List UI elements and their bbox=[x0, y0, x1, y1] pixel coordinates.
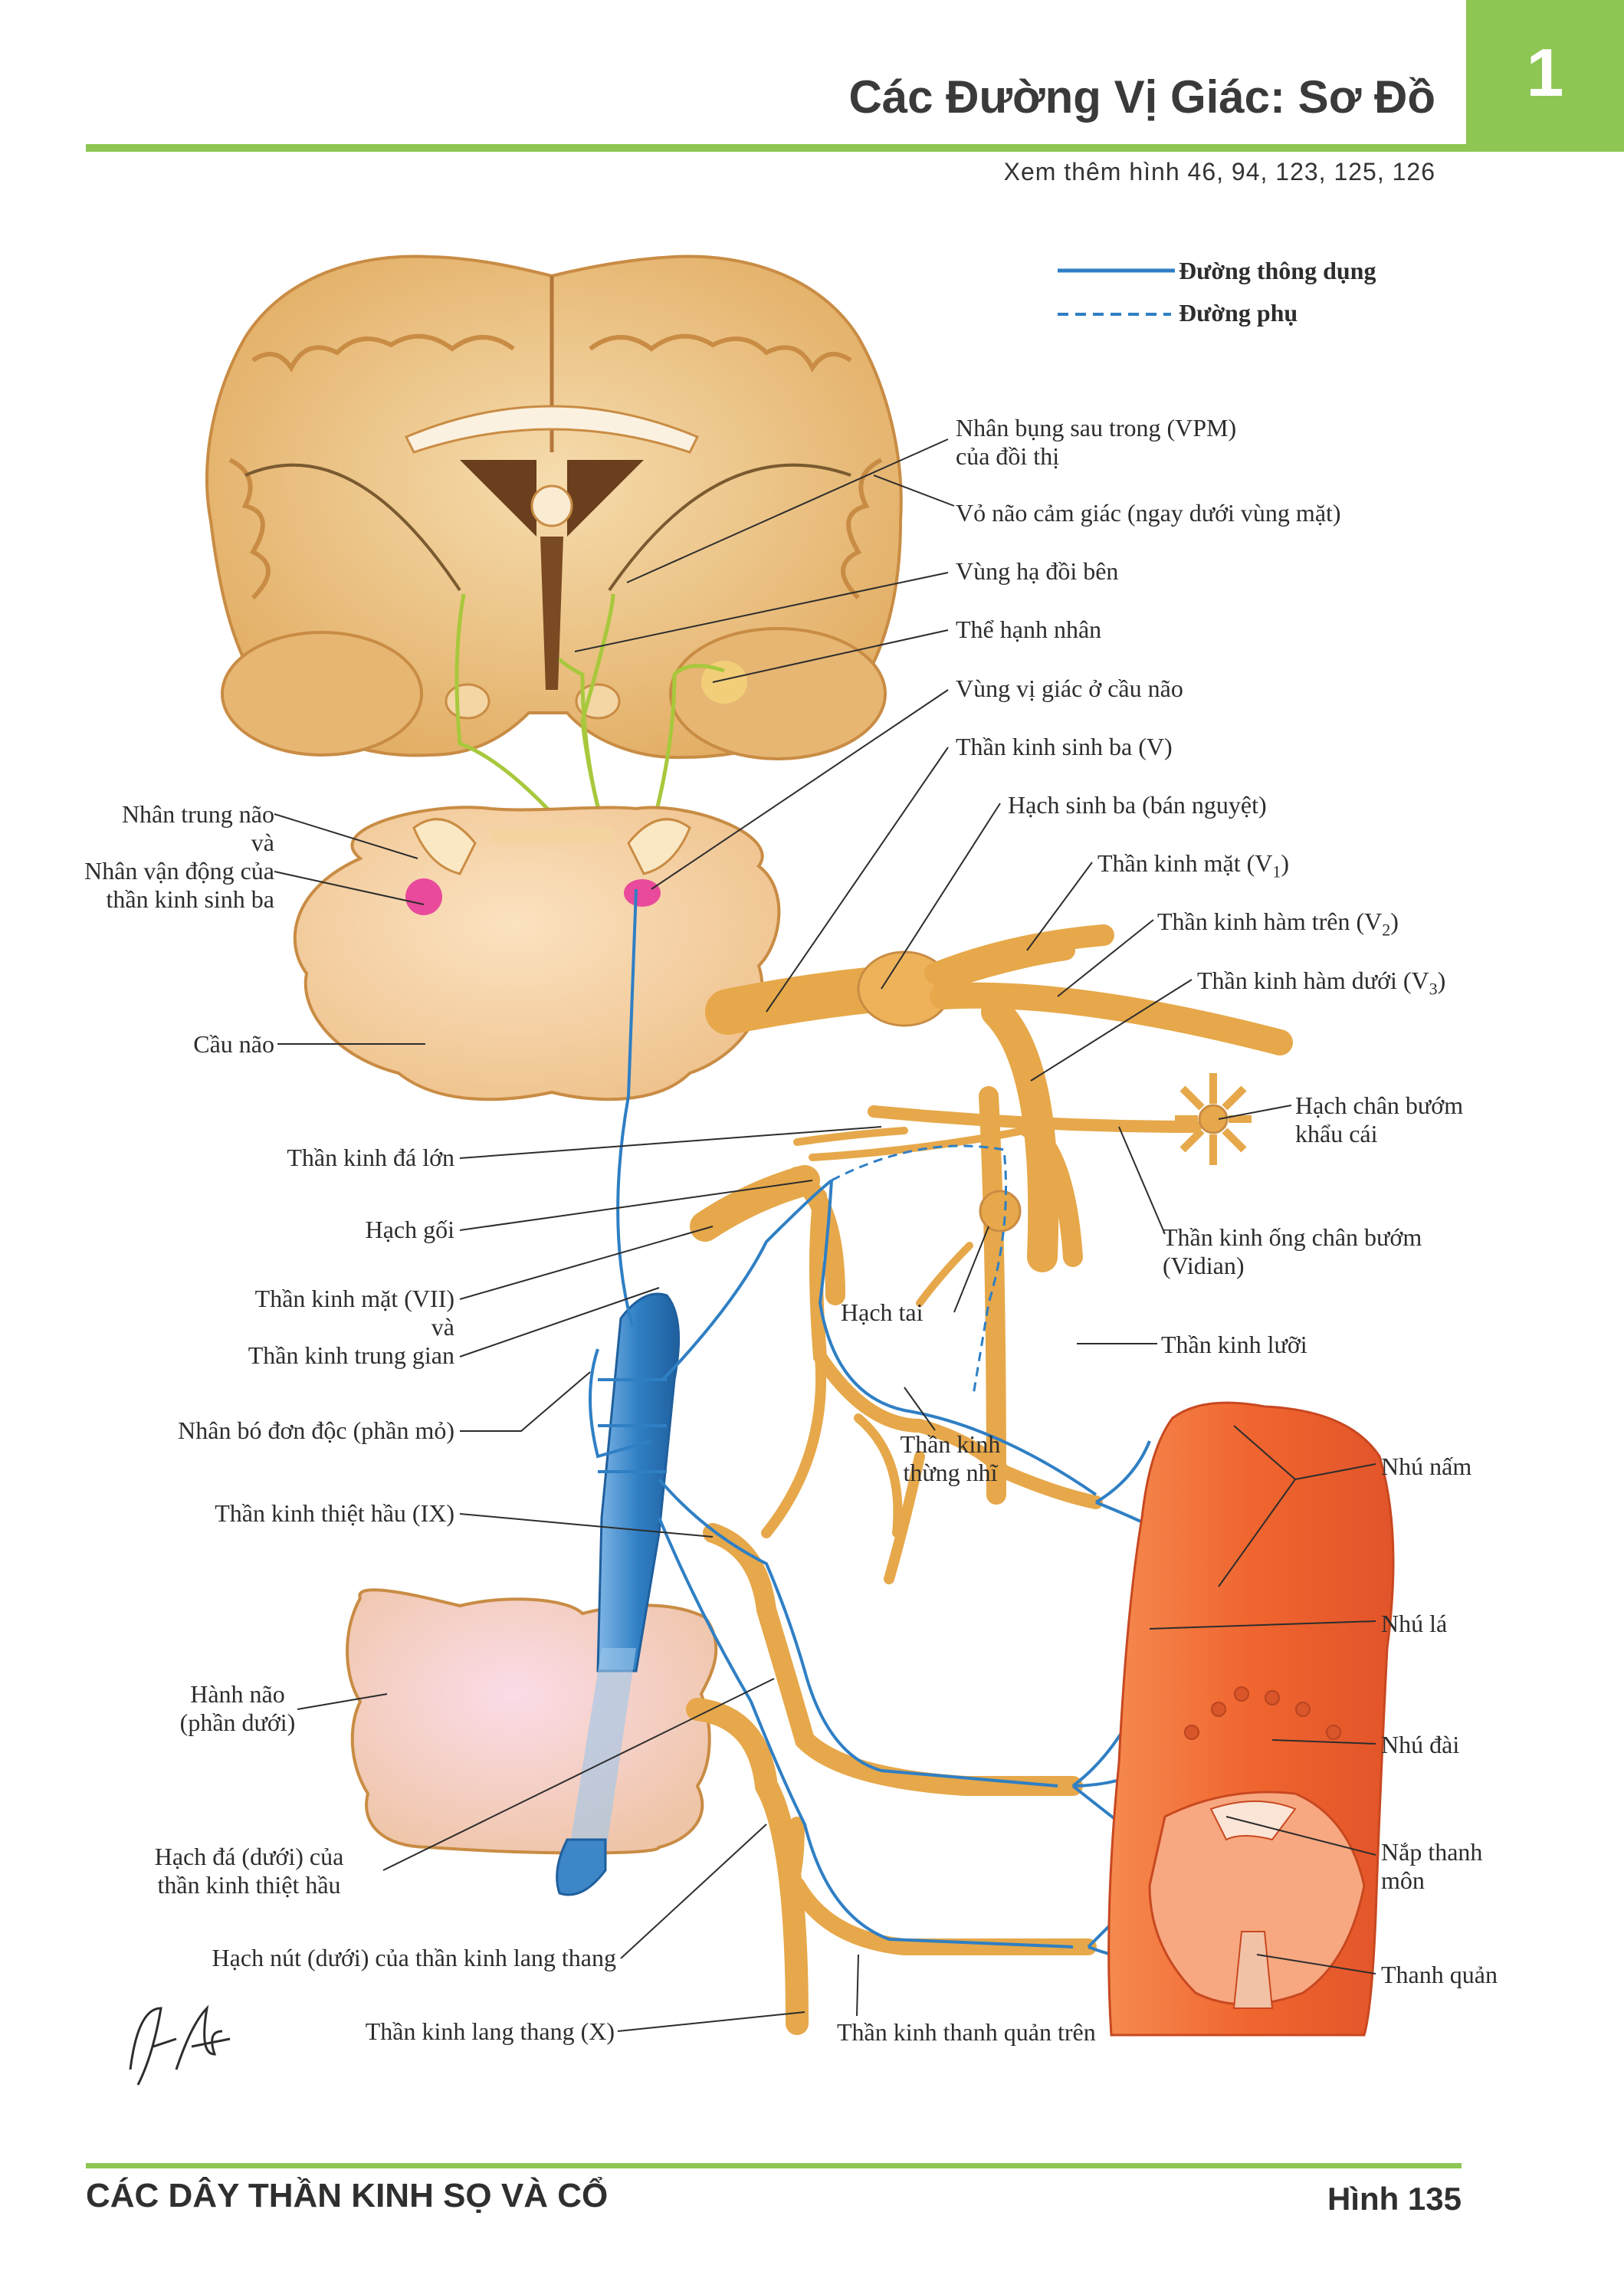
primary-taste-pathways bbox=[589, 888, 1181, 1964]
label-fungiform-papillae: Nhú nấm bbox=[1381, 1453, 1472, 1480]
label-otic-ganglion: Hạch tai bbox=[841, 1298, 924, 1326]
leader-lines bbox=[274, 438, 1376, 2032]
see-also-reference: Xem thêm hình 46, 94, 123, 125, 126 bbox=[1003, 158, 1435, 185]
glossopharyngeal-vagus-nerves bbox=[686, 1523, 1097, 2035]
label-greater-petrosal-nerve: Thần kinh đá lớn bbox=[287, 1144, 454, 1171]
pterygopalatine-ganglion bbox=[1175, 1073, 1252, 1165]
legend bbox=[1058, 268, 1175, 316]
label-vagus-nerve: Thần kinh lang thang (X) bbox=[365, 2017, 615, 2045]
medulla bbox=[346, 1588, 718, 1855]
artist-signature bbox=[129, 2004, 231, 2086]
footer-divider bbox=[86, 2163, 1462, 2168]
label-medulla: Hành não(phần dưới) bbox=[179, 1680, 296, 1736]
label-trigeminal-ganglion: Hạch sinh ba (bán nguyệt) bbox=[1008, 791, 1267, 819]
chapter-number: 1 bbox=[1526, 34, 1564, 110]
label-v3: Thần kinh hàm dưới (V3) bbox=[1197, 967, 1446, 999]
label-vidian-nerve: Thần kinh ống chân bướm(Vidian) bbox=[1163, 1223, 1422, 1279]
label-amygdala: Thể hạnh nhân bbox=[956, 615, 1102, 643]
label-superior-laryngeal-nerve: Thần kinh thanh quản trên bbox=[837, 2018, 1096, 2046]
label-cortex: Vỏ não cảm giác (ngay dưới vùng mặt) bbox=[956, 499, 1341, 527]
accessory-taste-pathways bbox=[831, 1144, 1007, 1396]
legend-dashed-label: Đường phụ bbox=[1179, 299, 1298, 327]
label-larynx: Thanh quản bbox=[1381, 1961, 1498, 1988]
chapter-tab: 1 bbox=[1466, 0, 1624, 152]
label-pons: Cầu não bbox=[193, 1030, 274, 1058]
solitary-tract-nucleus bbox=[556, 1292, 681, 1896]
trigeminal-nerve bbox=[705, 924, 1293, 1505]
label-geniculate-ganglion: Hạch gối bbox=[365, 1216, 454, 1243]
facial-nerve-system bbox=[690, 1123, 1103, 1584]
page-title: Các Đường Vị Giác: Sơ Đồ bbox=[848, 71, 1435, 123]
pons bbox=[293, 806, 781, 1101]
label-trigeminal-nerve: Thần kinh sinh ba (V) bbox=[956, 733, 1173, 760]
header-divider bbox=[86, 144, 1466, 152]
label-hypothalamus: Vùng hạ đồi bên bbox=[956, 557, 1119, 585]
label-glossopharyngeal-nerve: Thần kinh thiệt hầu (IX) bbox=[215, 1499, 454, 1527]
tongue bbox=[1107, 1401, 1395, 2037]
label-nodose-ganglion: Hạch nút (dưới) của thần kinh lang thang bbox=[212, 1944, 616, 1971]
figure-number: Hình 135 bbox=[1327, 2181, 1462, 2217]
label-v1: Thần kinh mặt (V1) bbox=[1097, 849, 1290, 881]
label-solitary-nucleus: Nhân bó đơn độc (phần mỏ) bbox=[178, 1416, 454, 1444]
label-vallate-papillae: Nhú đài bbox=[1381, 1731, 1460, 1758]
brain-coronal-section bbox=[205, 254, 903, 760]
section-title: CÁC DÂY THẦN KINH SỌ VÀ CỔ bbox=[86, 2177, 609, 2214]
label-foliate-papillae: Nhú lá bbox=[1381, 1610, 1448, 1637]
label-lingual-nerve: Thần kinh lưỡi bbox=[1161, 1331, 1307, 1358]
label-v2: Thần kinh hàm trên (V2) bbox=[1157, 908, 1399, 940]
label-vpm: Nhân bụng sau trong (VPM)của đồi thị bbox=[956, 414, 1237, 470]
label-pontine-taste-area: Vùng vị giác ở cầu não bbox=[956, 675, 1183, 702]
legend-solid-label: Đường thông dụng bbox=[1179, 257, 1376, 284]
